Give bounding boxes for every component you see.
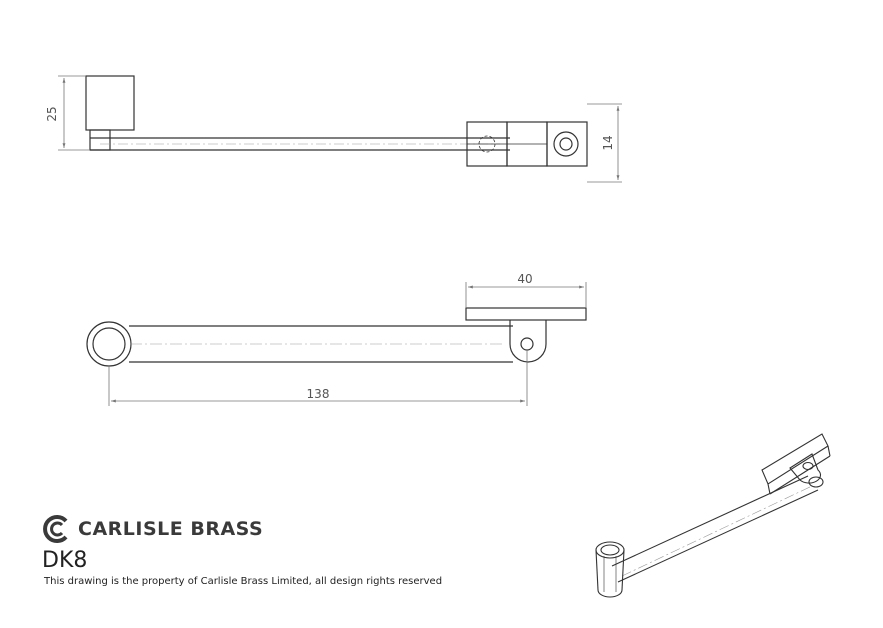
knob-inner-circle <box>92 327 126 361</box>
dim-height-label: 25 <box>45 106 59 121</box>
fixing-plate <box>465 307 587 321</box>
pivot-ring-outer <box>553 131 579 157</box>
pivot-lug <box>509 320 547 363</box>
model-number: DK8 <box>42 548 88 573</box>
carlisle-brass-logo-icon <box>43 515 68 543</box>
dim-length-label: 138 <box>307 387 330 401</box>
dim-plate-width <box>465 282 587 308</box>
dim-plate-width-label: 40 <box>517 272 532 286</box>
side-view <box>86 307 587 367</box>
copyright-notice: This drawing is the property of Carlisle… <box>44 576 443 587</box>
isometric-view <box>595 433 831 598</box>
dim-thickness-label: 14 <box>601 135 615 150</box>
dim-height <box>58 75 90 151</box>
pivot-hole <box>520 337 534 351</box>
plate-end <box>546 121 588 167</box>
stay-pivot <box>89 129 111 151</box>
top-view <box>85 75 588 167</box>
dim-thickness <box>587 103 622 183</box>
pivot-ring-inner <box>559 137 573 151</box>
dim-length <box>108 350 528 406</box>
brand-name: CARLISLE BRASS <box>78 518 264 540</box>
knob-block <box>85 75 135 131</box>
brand-lockup: CARLISLE BRASS <box>42 514 263 544</box>
